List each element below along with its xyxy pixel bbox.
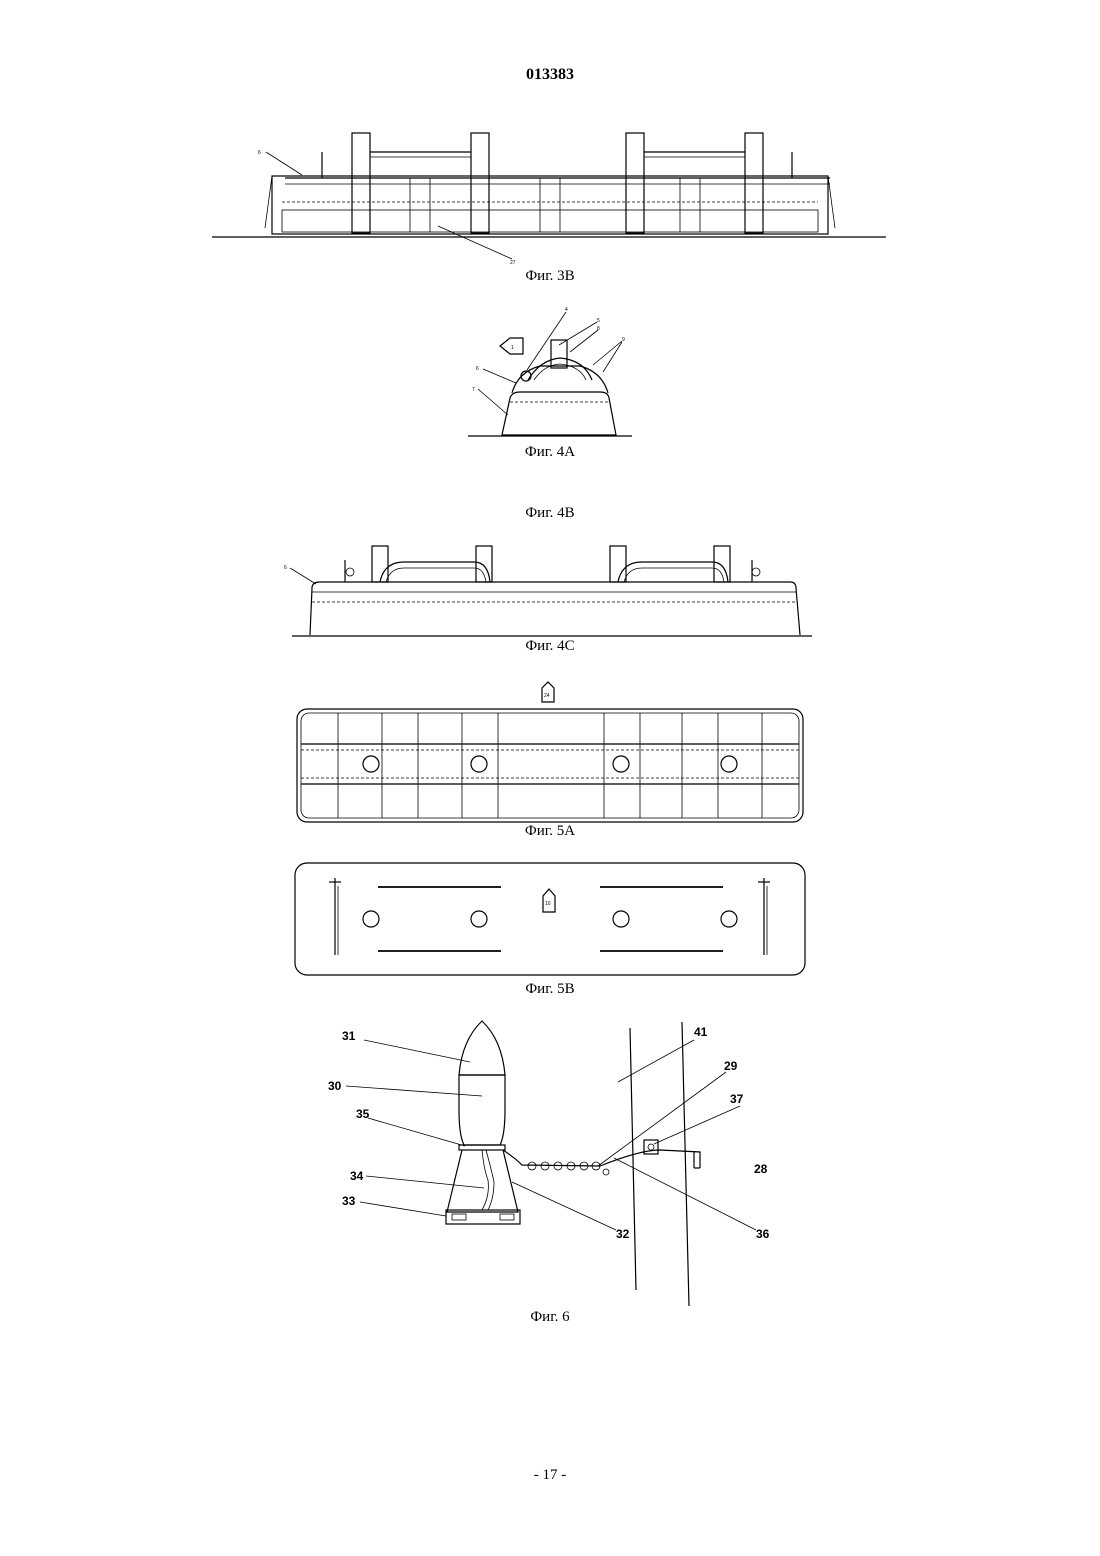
fig6-label-34: 34 <box>350 1169 364 1183</box>
fig6-label-30: 30 <box>328 1079 342 1093</box>
fig6-label-31: 31 <box>342 1029 356 1043</box>
fig6-label-28: 28 <box>754 1162 768 1176</box>
fig6-caption: Фиг. 6 <box>0 1309 1100 1326</box>
fig6-drawing: 31 30 35 34 33 32 41 29 37 28 36 <box>0 0 1100 1310</box>
page-footer: - 17 - <box>0 1467 1100 1484</box>
fig6-label-33: 33 <box>342 1194 356 1208</box>
fig6-label-29: 29 <box>724 1059 738 1073</box>
fig6-label-37: 37 <box>730 1092 744 1106</box>
fig6-label-35: 35 <box>356 1107 370 1121</box>
fig6-label-41: 41 <box>694 1025 708 1039</box>
fig6-label-36: 36 <box>756 1227 770 1241</box>
fig6-label-32: 32 <box>616 1227 630 1241</box>
